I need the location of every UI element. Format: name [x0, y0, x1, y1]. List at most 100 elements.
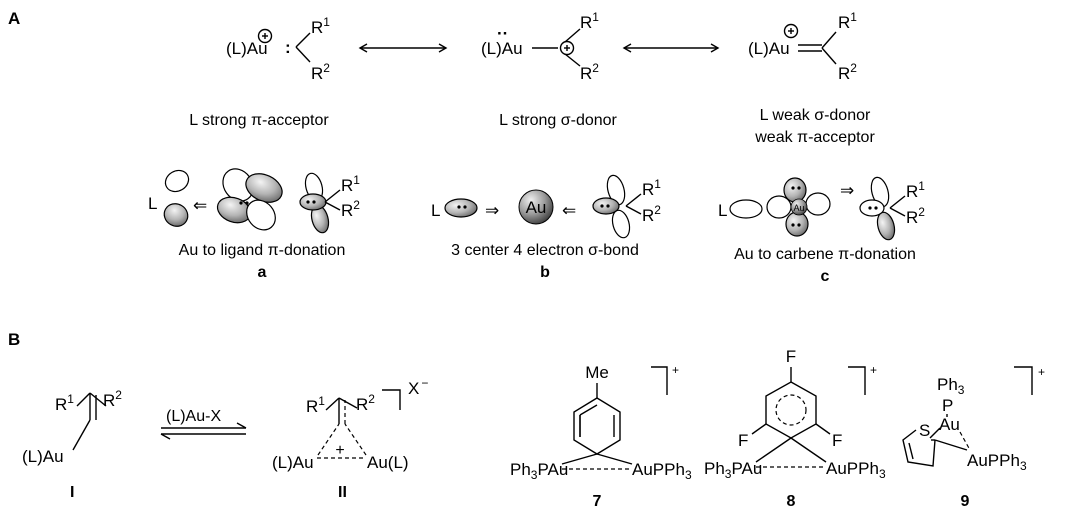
- ring: [573, 397, 621, 455]
- caption-a: Au to ligand π-donation: [179, 242, 346, 259]
- compound-II-au-right: Au(L): [367, 453, 409, 472]
- svg-text:R2: R2: [311, 61, 330, 83]
- compound-I-r1: R: [55, 395, 67, 414]
- compound-7: Me Ph3PAu AuPPh3 + 7: [510, 363, 692, 510]
- svg-text:R1: R1: [580, 10, 599, 32]
- svg-text:R2: R2: [642, 203, 661, 225]
- compound-I-au: (L)Au: [22, 447, 64, 466]
- svg-text:Ph3PAu: Ph3PAu: [704, 459, 762, 481]
- c-r2-sup: 2: [918, 205, 925, 219]
- panel-a-label: A: [8, 9, 20, 28]
- svg-text:AuPPh3: AuPPh3: [826, 459, 886, 481]
- c-r2: R: [906, 208, 918, 227]
- compound-II-r2: R: [356, 395, 368, 414]
- s1-r2: R: [311, 64, 323, 83]
- ligand-label-c: L: [718, 201, 727, 220]
- descriptor-strong-sigma-donor: L strong σ-donor: [499, 112, 617, 129]
- gold-atom-label: Au: [793, 203, 804, 213]
- caption-c: Au to carbene π-donation: [734, 246, 916, 263]
- donation-arrow-icon: ⇒: [485, 201, 499, 220]
- d-orbital-lobe: [805, 192, 831, 216]
- svg-text:R1: R1: [642, 177, 661, 199]
- s3-r1: R: [838, 13, 850, 32]
- donation-arrow-icon: ⇐: [562, 201, 576, 220]
- compound-II-counterion-charge: −: [421, 376, 428, 390]
- compound-9-s: S: [919, 421, 930, 440]
- svg-text:R2: R2: [341, 198, 360, 220]
- compound-8-ligand-right-sub: 3: [879, 467, 886, 481]
- compound-7-ligand-right-sub: 3: [685, 468, 692, 482]
- thiophene-ring: [902, 429, 936, 467]
- s3-r1-sup: 1: [850, 10, 857, 24]
- compound-7-substituent: Me: [585, 363, 609, 382]
- ligand-sigma-orbital: [444, 198, 478, 218]
- s3-r2: R: [838, 64, 850, 83]
- compound-9-ph: Ph: [937, 375, 958, 394]
- ligand-pi-orbital-top: [164, 169, 190, 193]
- compound-II-r2-sup: 2: [368, 392, 375, 406]
- compound-8-f-top: F: [786, 347, 796, 366]
- compound-I-number: I: [70, 484, 74, 501]
- compound-8-f-left: F: [738, 431, 748, 450]
- a-r1-sup: 1: [353, 173, 360, 187]
- d-orbital-lobe: [766, 195, 792, 219]
- b-r1-sup: 1: [654, 177, 661, 191]
- compound-II-counterion: X: [408, 379, 419, 398]
- structure-au-carbene-ylide: (L)Au : R1 R2: [226, 15, 330, 83]
- ring: [765, 381, 817, 439]
- caption-b: 3 center 4 electron σ-bond: [451, 242, 639, 259]
- gold-atom: [790, 198, 808, 216]
- svg-text:R2: R2: [580, 61, 599, 83]
- compound-9-au: Au: [939, 415, 960, 434]
- compound-7-ligand-left-sub: 3: [531, 468, 538, 482]
- compound-II: (L)Au Au(L) + R1 R2 X− II: [272, 376, 428, 501]
- orbital-diagram-b: L ⇒ Au ⇐ R1 R2 3 center 4 electron σ-bon…: [431, 174, 661, 281]
- a-r2: R: [341, 201, 353, 220]
- s1-au-text: (L)Au: [226, 39, 268, 58]
- compound-8-ligand-left-tail: PAu: [731, 459, 762, 478]
- reagent-label: (L)Au-X: [166, 408, 221, 425]
- compound-8-ligand-right: AuPPh: [826, 459, 879, 478]
- a-r2-sup: 2: [353, 198, 360, 212]
- compound-8-f-right: F: [832, 431, 842, 450]
- ligand-acceptor-orbital: [729, 199, 763, 219]
- s2-r1: R: [580, 13, 592, 32]
- resonance-arrow: [358, 43, 448, 53]
- svg-text:R1: R1: [55, 392, 74, 414]
- compound-9-charge: +: [1038, 365, 1045, 379]
- s3-r2-sup: 2: [850, 61, 857, 75]
- resonance-arrow: [622, 43, 720, 53]
- compound-I-r1-sup: 1: [67, 392, 74, 406]
- ring-delocalization: [775, 394, 807, 426]
- compound-9-ligand-sub: 3: [1020, 459, 1027, 473]
- svg-text:Ph3: Ph3: [937, 375, 965, 397]
- structure-gold-carbocation: ·· (L)Au R1 R2: [481, 10, 599, 83]
- cation-charge-icon: [783, 23, 799, 39]
- compound-I-r2-sup: 2: [115, 388, 122, 402]
- compound-I: (L)Au R1 R 2 I: [22, 388, 122, 501]
- panel-b-label: B: [8, 330, 20, 349]
- s2-lone-pair: ··: [497, 24, 508, 43]
- s1-r1: R: [311, 18, 323, 37]
- descriptor-weak-pi-acceptor: weak π-acceptor: [754, 129, 875, 146]
- bracket: [651, 366, 668, 395]
- compound-II-r1-sup: 1: [318, 394, 325, 408]
- c-r1: R: [906, 182, 918, 201]
- s2-r2-sup: 2: [592, 61, 599, 75]
- carbene-sp2-orbital: [592, 197, 620, 215]
- svg-text:R1: R1: [306, 394, 325, 416]
- s2-r1-sup: 1: [592, 10, 599, 24]
- b-r1: R: [642, 180, 654, 199]
- s2-au-text: (L)Au: [481, 39, 523, 58]
- a-r1: R: [341, 176, 353, 195]
- bracket: [382, 389, 401, 410]
- bracket: [848, 366, 866, 395]
- ligand-label-b: L: [431, 201, 440, 220]
- descriptor-weak-sigma-donor: L weak σ-donor: [760, 107, 871, 124]
- orbital-diagram-c: L Au ⇒ R1 R2 Au to carbene π-donation c: [718, 176, 925, 285]
- svg-text:R2: R2: [838, 61, 857, 83]
- cation-charge-icon: [559, 40, 575, 56]
- s3-au-text: (L)Au: [748, 39, 790, 58]
- compound-7-charge: +: [672, 363, 679, 377]
